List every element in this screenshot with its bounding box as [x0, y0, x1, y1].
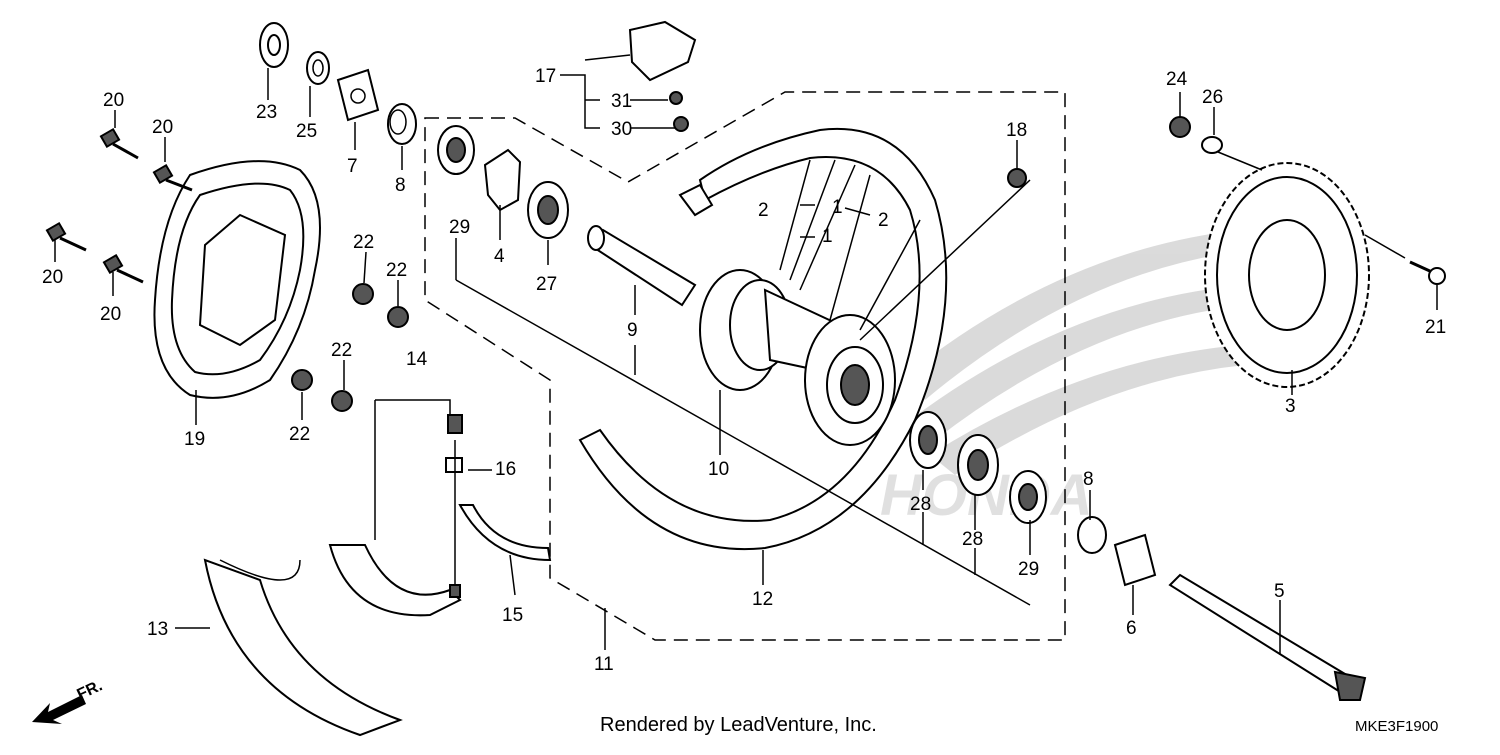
spoke-nipple [1007, 168, 1027, 188]
part-label: 10 [708, 459, 729, 480]
part-label: 21 [1425, 317, 1446, 338]
inner-tube [328, 544, 462, 617]
part-label: 22 [289, 424, 310, 445]
part-label: 24 [1166, 69, 1188, 90]
sprocket-hardware [1169, 116, 1446, 285]
part-label: 18 [1006, 120, 1027, 141]
part-label: 20 [100, 304, 121, 325]
left-spacer-stack [259, 22, 417, 145]
part-label: 22 [331, 340, 352, 361]
tire [203, 558, 403, 737]
rim-band [458, 504, 552, 562]
part-label: 27 [536, 274, 557, 295]
valve-parts [445, 414, 463, 598]
wheel-rim [578, 127, 948, 550]
part-label: 8 [1083, 469, 1094, 490]
part-label: 7 [347, 156, 358, 177]
part-label: 9 [627, 320, 638, 341]
assembly-outline [424, 91, 1066, 641]
rim-lock [628, 20, 697, 132]
right-bearings [909, 411, 1047, 524]
tire-edge [219, 559, 301, 581]
part-label: 23 [256, 102, 277, 123]
part-label: 16 [495, 459, 516, 480]
brake-disc [153, 160, 321, 399]
front-direction-indicator: FR. [32, 677, 105, 724]
part-label: 12 [752, 589, 773, 610]
front-direction-label: FR. [75, 677, 106, 703]
part-label: 20 [152, 117, 173, 138]
part-label: 20 [103, 90, 124, 111]
part-label: 30 [611, 119, 632, 140]
part-label: 17 [535, 66, 556, 87]
left-hub-parts [437, 125, 697, 307]
part-label: 25 [296, 121, 317, 142]
part-label: 2 [758, 200, 769, 221]
wheel-hub [699, 269, 896, 446]
part-label: 2 [878, 210, 889, 231]
spokes [779, 159, 1031, 341]
disc-nut [291, 283, 409, 412]
part-label: 22 [386, 260, 407, 281]
credit-text: Rendered by LeadVenture, Inc. [600, 714, 877, 736]
part-label: 28 [910, 494, 931, 515]
part-label: 11 [594, 654, 614, 675]
part-label: 3 [1285, 396, 1296, 417]
part-label: 1 [832, 197, 843, 218]
part-label: 14 [406, 349, 428, 370]
part-label: 6 [1126, 618, 1137, 639]
part-label: 29 [449, 217, 470, 238]
part-label: 28 [962, 529, 983, 550]
part-label: 13 [147, 619, 168, 640]
part-label: 22 [353, 232, 374, 253]
part-label: 4 [494, 246, 505, 267]
part-label: 31 [611, 91, 632, 112]
part-label: 8 [395, 175, 406, 196]
disc-bolt [45, 127, 193, 284]
part-label: 1 [822, 226, 833, 247]
part-label: 26 [1202, 87, 1223, 108]
part-label: 15 [502, 605, 523, 626]
part-label: 19 [184, 429, 205, 450]
leader-lines [54, 54, 1438, 655]
rear-sprocket [1204, 162, 1370, 388]
axle-parts [1077, 516, 1367, 701]
part-label: 5 [1274, 581, 1285, 602]
part-labels: 1 1 2 2 3 4 5 6 7 8 8 9 10 11 12 13 14 1… [42, 66, 1446, 675]
part-label: 29 [1018, 559, 1039, 580]
diagram-code: MKE3F1900 [1355, 718, 1438, 735]
part-label: 20 [42, 267, 63, 288]
